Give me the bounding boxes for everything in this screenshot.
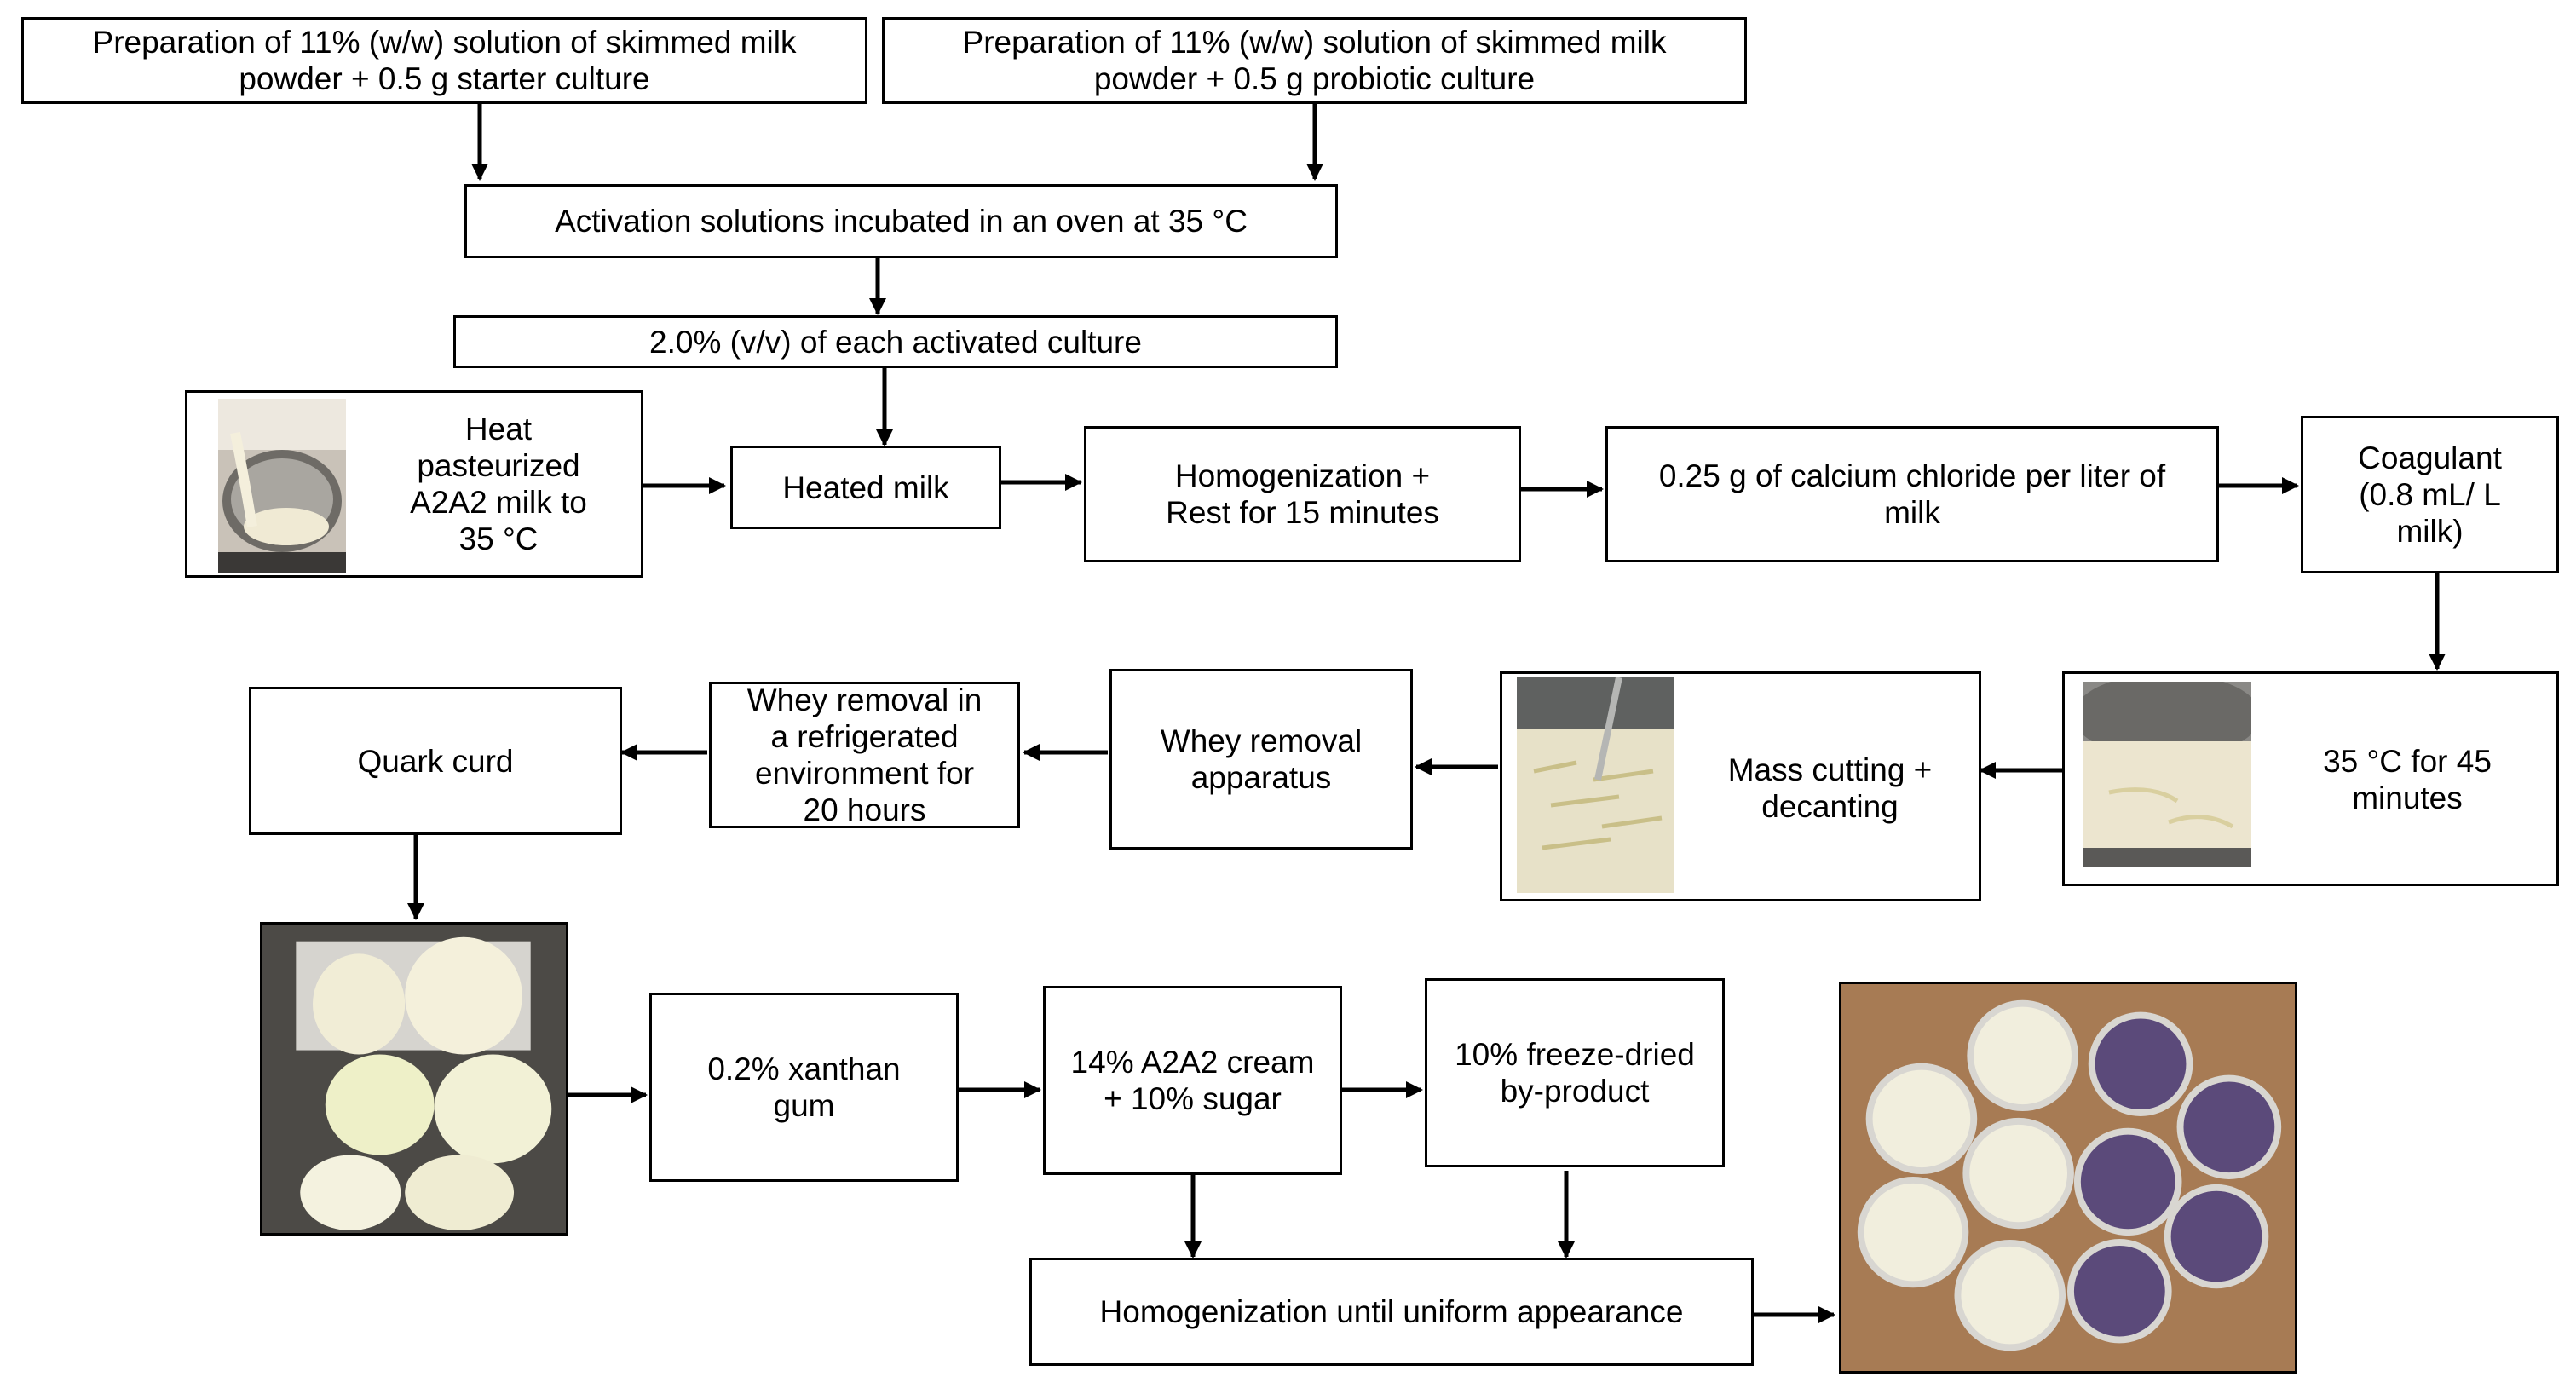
freeze-dried-box: [1425, 978, 1725, 1167]
whey-refrigerated-label: Whey removal in a refrigerated environme…: [746, 683, 983, 827]
homogenization-final-box: [1029, 1258, 1754, 1366]
whey-refrigerated-box: [709, 682, 1020, 828]
prep-probiotic-box: [882, 17, 1747, 104]
quark-curd-photo: [260, 922, 568, 1236]
heated-milk-label: Heated milk: [782, 469, 949, 505]
coagulant-box: [2301, 416, 2559, 573]
activation-label: Activation solutions incubated in an ove…: [555, 204, 1248, 239]
whey-apparatus-box: [1109, 669, 1413, 850]
calcium-chloride-box: [1605, 426, 2219, 562]
prep-starter-box: [21, 17, 867, 104]
cream-sugar-box: [1043, 986, 1342, 1175]
heated-milk-box: [730, 446, 1001, 529]
coagulant-label: Coagulant (0.8 mL/ L milk): [2358, 441, 2502, 549]
culture-dose-label: 2.0% (v/v) of each activated culture: [649, 324, 1142, 360]
mass-cutting-photo: [1517, 677, 1674, 893]
calcium-chloride-label: 0.25 g of calcium chloride per liter of …: [1658, 458, 2166, 530]
cream-sugar-label: 14% A2A2 cream + 10% sugar: [1070, 1045, 1315, 1116]
prep-starter-label: Preparation of 11% (w/w) solution of ski…: [92, 25, 797, 96]
prep-probiotic-label: Preparation of 11% (w/w) solution of ski…: [962, 25, 1667, 96]
homogenization-rest-label: Homogenization + Rest for 15 minutes: [1166, 458, 1439, 530]
heat-pasteurized-label: Heat pasteurized A2A2 milk to 35 °C: [410, 412, 587, 556]
homogenization-rest-box: [1084, 426, 1521, 562]
homogenization-final-label: Homogenization until uniform appearance: [1099, 1294, 1684, 1329]
quark-curd-box: [249, 687, 622, 835]
pasteurizing-pot-photo: [218, 399, 346, 573]
curd-pot-photo: [2083, 682, 2251, 867]
incubation-label: 35 °C for 45 minutes: [2323, 744, 2492, 815]
freeze-dried-label: 10% freeze-dried by-product: [1455, 1037, 1695, 1109]
culture-dose-box: [453, 315, 1338, 368]
xanthan-box: [649, 993, 959, 1182]
whey-apparatus-label: Whey removal apparatus: [1160, 723, 1363, 795]
xanthan-label: 0.2% xanthan gum: [707, 1051, 901, 1123]
final-product-photo: [1839, 982, 2297, 1374]
activation-box: [464, 184, 1338, 258]
mass-cutting-label: Mass cutting + decanting: [1727, 752, 1933, 824]
quark-curd-label: Quark curd: [357, 743, 514, 779]
